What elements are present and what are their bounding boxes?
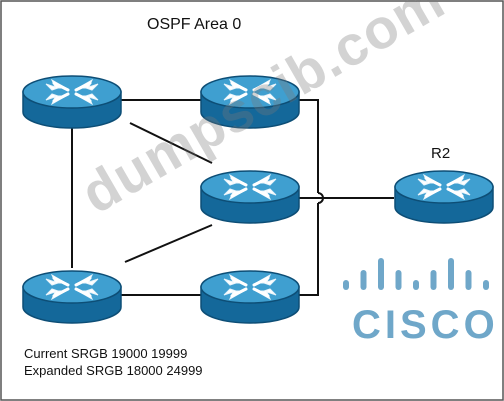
cisco-logo-bar [378,258,384,290]
cisco-logo-bar [483,280,489,290]
cisco-logo-bar [360,270,367,290]
cisco-logo-bars [343,258,489,290]
router-r2[interactable] [394,170,494,224]
cisco-logo-bar [343,280,349,290]
link-topleft-center [129,122,213,164]
cisco-logo-text: CISCO [352,303,499,347]
router-bottom-left[interactable] [22,270,122,324]
links [71,99,394,296]
cisco-logo-bar [395,270,402,290]
link-topmid-bus [298,99,319,193]
srgb-current-text: Current SRGB 19000 19999 [24,346,188,361]
cisco-logo-bar [430,270,437,290]
cisco-logo-bar [465,270,472,290]
router-bottom-mid[interactable] [200,270,300,324]
cisco-logo-bar [413,280,419,290]
router-top-left[interactable] [22,75,122,129]
srgb-expanded-text: Expanded SRGB 18000 24999 [24,363,203,378]
router-center[interactable] [200,170,300,224]
link-bottommid-bus [298,203,319,296]
cisco-logo-bar [448,258,454,290]
router-r2-label: R2 [431,145,451,162]
link-bottomleft-center [124,224,213,263]
area-title: OSPF Area 0 [147,16,242,33]
